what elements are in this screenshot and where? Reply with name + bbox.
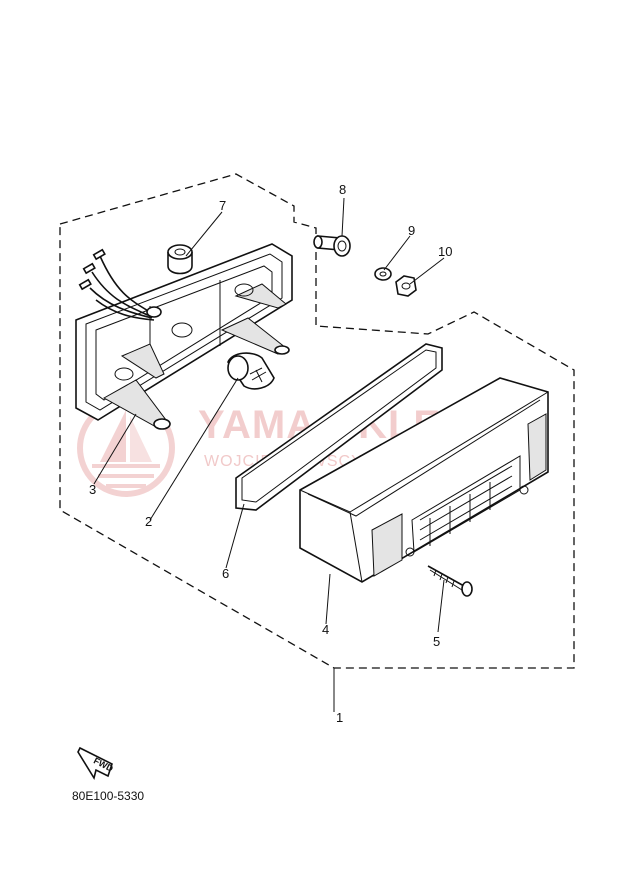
callout-9: 9 <box>408 223 415 238</box>
nut <box>395 275 417 297</box>
callout-8: 8 <box>339 182 346 197</box>
callout-7: 7 <box>219 198 226 213</box>
diagram-code: 80E100-5330 <box>72 789 144 803</box>
grommet <box>167 244 193 275</box>
callouts: 1 2 3 4 5 6 7 8 9 10 <box>89 182 452 725</box>
gasket <box>235 343 443 511</box>
callout-1: 1 <box>336 710 343 725</box>
lens <box>299 377 549 583</box>
callout-6: 6 <box>222 566 229 581</box>
leader-lines <box>93 197 445 712</box>
callout-2: 2 <box>145 514 152 529</box>
tail-lamp-housing <box>75 243 293 430</box>
callout-10: 10 <box>438 244 452 259</box>
collar <box>313 235 351 257</box>
callout-3: 3 <box>89 482 96 497</box>
washer <box>374 267 392 281</box>
callout-5: 5 <box>433 634 440 649</box>
bulb <box>227 352 275 390</box>
callout-4: 4 <box>322 622 329 637</box>
forward-arrow-icon: FWD <box>77 746 115 781</box>
screw <box>427 565 473 597</box>
